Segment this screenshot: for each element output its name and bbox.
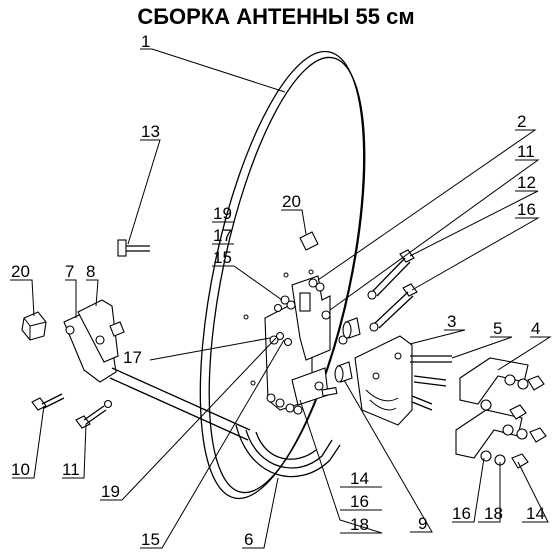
- callout-6: 6: [244, 530, 253, 549]
- callout-17-top: 17: [213, 226, 232, 245]
- pole-clamps: [455, 357, 529, 459]
- callout-16-top: 16: [517, 200, 536, 219]
- callout-17-mid: 17: [123, 348, 142, 367]
- callout-15-bottom: 15: [141, 530, 160, 549]
- callout-18-mid: 18: [350, 515, 369, 534]
- callout-15-top: 15: [213, 248, 232, 267]
- callout-9: 9: [418, 514, 427, 533]
- callout-19-bottom: 19: [101, 482, 120, 501]
- lnb-holder: [63, 299, 251, 441]
- callout-14-mid: 14: [350, 469, 369, 488]
- elevation-bracket: [354, 335, 413, 426]
- nut-20-left: [21, 311, 47, 341]
- callout-3: 3: [447, 312, 456, 331]
- dish-reflector: [199, 50, 366, 500]
- callout-11-bottom: 11: [62, 460, 80, 479]
- callout-5: 5: [493, 319, 502, 338]
- callout-2: 2: [517, 112, 526, 131]
- callout-10: 10: [11, 460, 30, 479]
- callout-18-bottom: 18: [484, 504, 503, 523]
- bolt-10: [31, 393, 65, 411]
- callout-11-top: 11: [517, 142, 535, 161]
- callout-20-right: 20: [282, 192, 301, 211]
- callout-12: 12: [517, 173, 536, 192]
- callout-labels: 1 2 11 12 16 13 20 19 17 15 20 7 8 3 5 4…: [11, 32, 545, 549]
- callout-7: 7: [65, 262, 74, 281]
- bracket-fasteners: [266, 278, 348, 415]
- callout-1: 1: [141, 32, 150, 51]
- clamp-fasteners: [480, 374, 547, 469]
- callout-8: 8: [86, 262, 95, 281]
- callout-20-left: 20: [11, 262, 30, 281]
- spacer-tubes: [334, 317, 361, 383]
- long-bolts: [367, 249, 418, 332]
- callout-13: 13: [141, 122, 160, 141]
- callout-4: 4: [531, 319, 540, 338]
- bolt-11: [75, 399, 113, 429]
- callout-19-top: 19: [213, 204, 232, 223]
- callout-16-bottom: 16: [452, 504, 471, 523]
- leader-lines: [10, 48, 552, 549]
- screw-13: [117, 239, 150, 257]
- callout-14-bottom: 14: [526, 504, 545, 523]
- diagram-title: СБОРКА АНТЕННЫ 55 см: [137, 4, 415, 29]
- feed-arm: [235, 424, 341, 478]
- callout-16-mid: 16: [350, 492, 369, 511]
- mount-bracket: [264, 275, 331, 411]
- bracket-bolts: [410, 355, 452, 411]
- nut-20-right: [299, 231, 319, 251]
